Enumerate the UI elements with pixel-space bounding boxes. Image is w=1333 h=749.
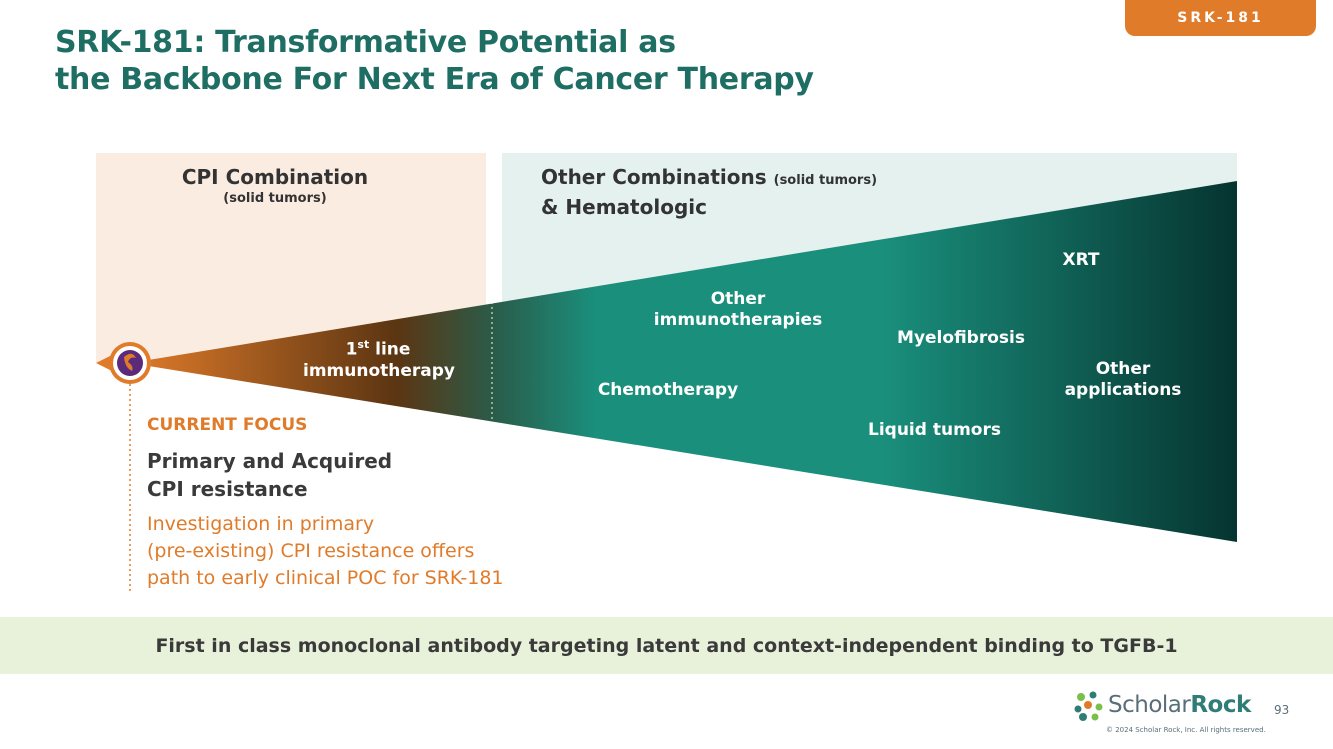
first-line-line2: immunotherapy xyxy=(303,360,456,381)
other-app-line2: applications xyxy=(1064,380,1182,400)
label-other-applications: Other applications xyxy=(1062,359,1184,401)
label-chemotherapy: Chemotherapy xyxy=(597,380,739,400)
other-immuno-line2: immunotherapies xyxy=(653,310,823,330)
copyright-notice: © 2024 Scholar Rock, Inc. All rights res… xyxy=(1106,726,1266,734)
focus-desc-line1: Investigation in primary xyxy=(147,513,375,535)
wedge-shape xyxy=(130,181,1237,542)
page-title: SRK-181: Transformative Potential as the… xyxy=(55,24,955,98)
logo-word-scholar: Scholar xyxy=(1108,692,1191,718)
current-focus-description: Investigation in primary (pre-existing) … xyxy=(147,511,547,592)
label-other-immunotherapies: Other immunotherapies xyxy=(648,289,828,331)
other-heading-main: Other Combinations xyxy=(541,165,767,189)
logo-word-rock: Rock xyxy=(1190,692,1251,718)
other-heading-line2: & Hematologic xyxy=(541,195,707,219)
page-number: 93 xyxy=(1274,703,1290,717)
first-line-sup: st xyxy=(357,338,370,351)
current-focus-title: Primary and Acquired CPI resistance xyxy=(147,447,447,503)
other-app-line1: Other xyxy=(1095,359,1151,379)
label-liquid-tumors: Liquid tumors xyxy=(868,420,1001,440)
first-line-number: 1 xyxy=(345,339,358,360)
focus-title-line2: CPI resistance xyxy=(147,477,308,501)
first-line-rest: line xyxy=(369,339,411,360)
other-heading-small: (solid tumors) xyxy=(773,173,878,188)
other-immuno-line1: Other xyxy=(710,289,766,309)
title-line-2: the Backbone For Next Era of Cancer Ther… xyxy=(55,62,814,97)
focus-desc-line2: (pre-existing) CPI resistance offers xyxy=(147,540,475,562)
other-heading: Other Combinations (solid tumors) & Hema… xyxy=(541,164,1041,221)
summary-banner: First in class monoclonal antibody targe… xyxy=(0,617,1333,674)
title-line-1: SRK-181: Transformative Potential as xyxy=(55,25,676,60)
cpi-heading: CPI Combination xyxy=(181,165,369,189)
current-focus-label: CURRENT FOCUS xyxy=(147,415,308,435)
label-xrt: XRT xyxy=(1062,250,1100,270)
focus-title-line1: Primary and Acquired xyxy=(147,449,393,473)
focus-desc-line3: path to early clinical POC for SRK-181 xyxy=(147,567,504,589)
product-tag: SRK-181 xyxy=(1125,0,1316,36)
label-myelofibrosis: Myelofibrosis xyxy=(897,328,1025,348)
srk-origin-icon xyxy=(96,342,151,384)
scholar-rock-logo-icon xyxy=(1074,691,1103,721)
label-first-line-immunotherapy: 1st line immunotherapy xyxy=(303,334,456,382)
logo-wordmark: ScholarRock xyxy=(1108,692,1251,718)
cpi-subheading: (solid tumors) xyxy=(223,191,327,206)
